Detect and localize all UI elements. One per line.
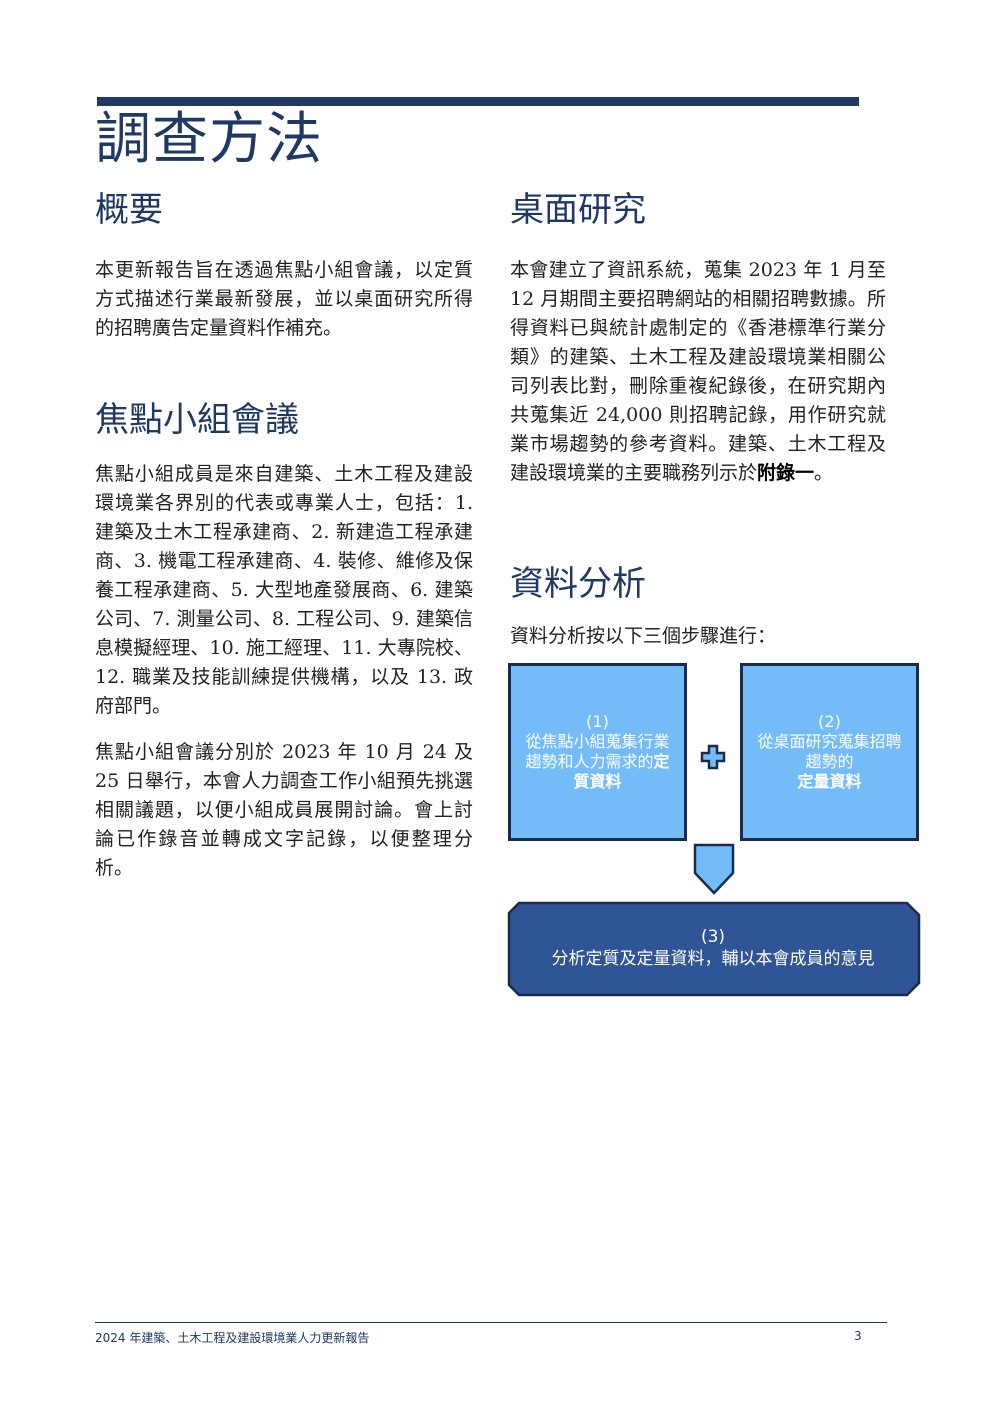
focus-group-body-1: 焦點小組成員是來自建築、土木工程及建設環境業各界別的代表或專業人士，包括：1. … [95, 463, 473, 717]
step-1-text: 從焦點小組蒐集行業趨勢和人力需求的 [525, 732, 670, 771]
step-2-number: (2) [818, 712, 841, 731]
step-2-text: 從桌面研究蒐集招聘趨勢的 [757, 732, 902, 771]
down-arrow-icon [693, 843, 735, 895]
footer-title: 2024 年建築、土木工程及建設環境業人力更新報告 [95, 1331, 370, 1345]
desk-research-tail: 。 [814, 462, 834, 484]
analysis-intro: 資料分析按以下三個步驟進行： [510, 625, 777, 647]
plus-icon [700, 744, 726, 770]
step-3-number: (3) [700, 927, 726, 947]
step-2-bold: 定量資料 [797, 772, 862, 791]
overview-heading: 概要 [95, 190, 163, 230]
focus-group-body-2: 焦點小組會議分別於 2023 年 10 月 24 及 25 日舉行，本會人力調查… [95, 741, 473, 879]
step-3-text: 分析定質及定量資料，輔以本會成員的意見 [551, 949, 875, 969]
step-2-box: (2) 從桌面研究蒐集招聘趨勢的定量資料 [740, 663, 919, 841]
step-3-label: (3) 分析定質及定量資料，輔以本會成員的意見 [520, 926, 906, 970]
step-3-box [507, 901, 921, 997]
footer-rule [95, 1322, 887, 1323]
title-rule [97, 97, 859, 106]
focus-group-heading: 焦點小組會議 [95, 400, 299, 440]
step-1-bold: 定質資料 [573, 752, 670, 791]
desk-research-text: 本會建立了資訊系統，蒐集 2023 年 1 月至 12 月期間主要招聘網站的相關… [510, 259, 886, 484]
overview-body: 本更新報告旨在透過焦點小組會議，以定質方式描述行業最新發展，並以桌面研究所得的招… [95, 259, 473, 339]
appendix-link[interactable]: 附錄一 [757, 462, 815, 484]
step-1-box: (1) 從焦點小組蒐集行業趨勢和人力需求的定質資料 [508, 663, 687, 841]
analysis-heading: 資料分析 [510, 564, 646, 604]
step-1-label: 從焦點小組蒐集行業趨勢和人力需求的定質資料 [519, 732, 676, 792]
page-title: 調查方法 [95, 107, 323, 172]
desk-research-body: 本會建立了資訊系統，蒐集 2023 年 1 月至 12 月期間主要招聘網站的相關… [510, 256, 886, 488]
page-number: 3 [854, 1329, 862, 1343]
step-1-number: (1) [586, 712, 609, 731]
desk-research-heading: 桌面研究 [510, 190, 646, 230]
step-2-label: 從桌面研究蒐集招聘趨勢的定量資料 [751, 732, 908, 792]
